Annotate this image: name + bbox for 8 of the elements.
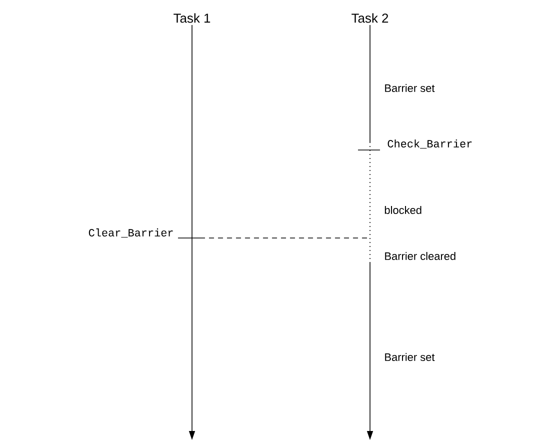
state-label: Barrier set bbox=[385, 352, 435, 362]
event-label: Check_Barrier bbox=[388, 139, 472, 149]
timeline-label: Task 2 bbox=[352, 13, 388, 23]
state-label: blocked bbox=[384, 206, 422, 214]
state-label: Barrier set bbox=[385, 84, 435, 92]
timeline-label: Task 1 bbox=[174, 13, 210, 23]
state-label: Barrier cleared bbox=[385, 252, 456, 260]
event-label: Clear_Barrier bbox=[88, 228, 173, 238]
